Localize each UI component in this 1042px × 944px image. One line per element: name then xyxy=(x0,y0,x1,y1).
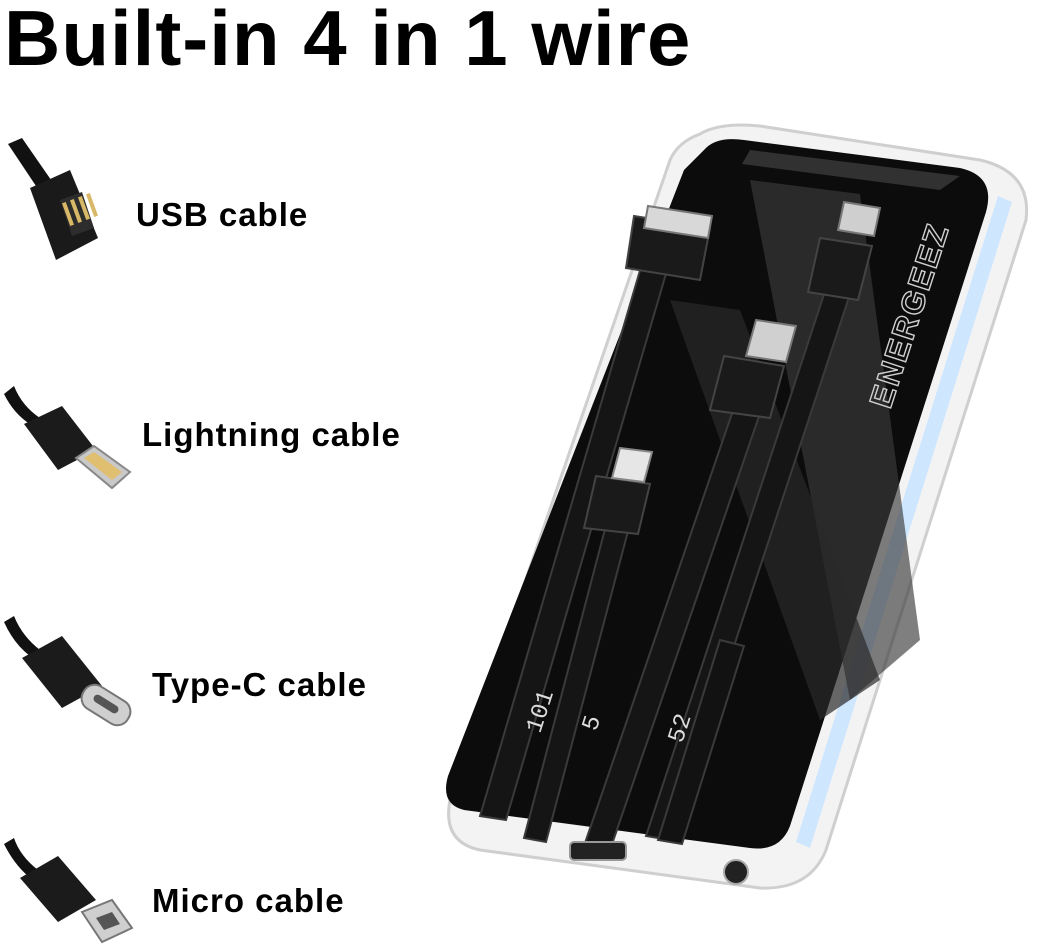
lightning-plug-icon xyxy=(4,386,132,490)
cable-label-micro: Micro cable xyxy=(152,882,345,919)
usb-port xyxy=(569,841,627,861)
cable-label-usb: USB cable xyxy=(136,196,309,233)
usb-plug-icon xyxy=(8,138,98,260)
cable-label-type-c: Type-C cable xyxy=(152,666,367,703)
headline: Built-in 4 in 1 wire xyxy=(4,0,692,82)
power-bank-image: ENERGEEZ 101 5 52 xyxy=(446,123,1029,890)
micro-usb-plug-icon xyxy=(4,838,134,944)
power-button xyxy=(723,859,749,885)
built-in-cables xyxy=(478,200,882,852)
cable-label-lightning: Lightning cable xyxy=(142,416,401,453)
type-c-plug-icon xyxy=(4,616,132,727)
